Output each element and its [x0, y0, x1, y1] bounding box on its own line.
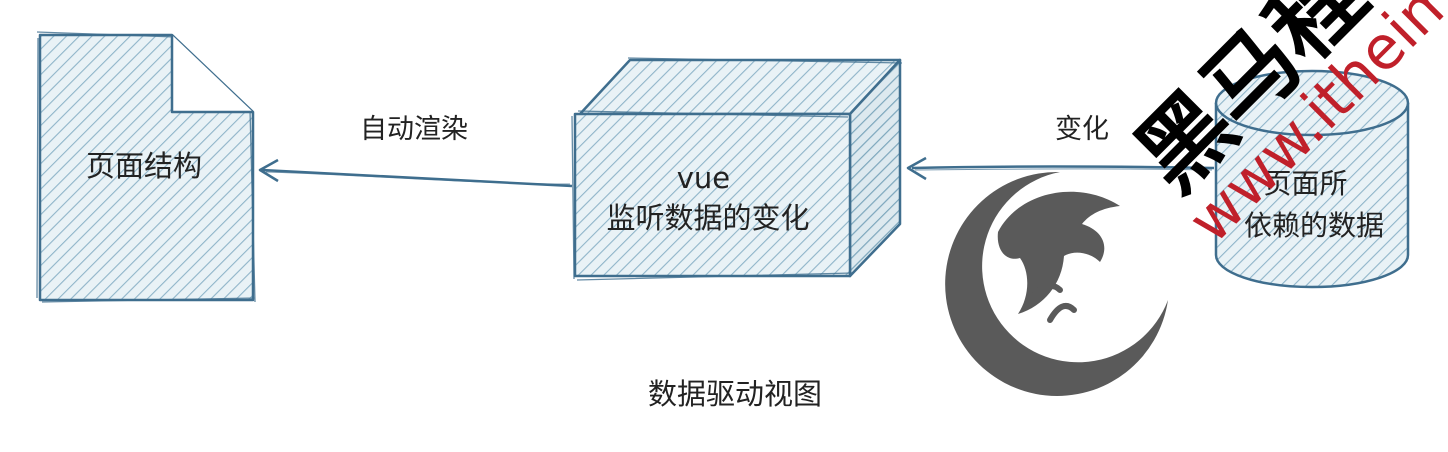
page-structure-label: 页面结构 — [86, 149, 202, 183]
data-store-label: 页面所 依赖的数据 — [1244, 167, 1384, 242]
edge-line-data-to-vue — [911, 165, 1215, 170]
vue-box-label-line-2: 监听数据的变化 — [606, 201, 809, 235]
vue-box-front-face — [573, 112, 852, 278]
vue-box-top-face — [578, 58, 902, 116]
document-sketch-outline — [36, 31, 256, 303]
data-store-node: 页面所 依赖的数据 — [1214, 69, 1410, 289]
cylinder-top — [1214, 69, 1410, 137]
arrowhead-left-icon — [906, 156, 927, 181]
edge-label-auto-render: 自动渲染 — [360, 114, 468, 145]
edge-data-to-vue: 变化 — [906, 114, 1215, 181]
data-store-label-line-2: 依赖的数据 — [1244, 209, 1384, 242]
page-structure-node: 页面结构 — [36, 31, 256, 303]
edge-vue-to-page: 自动渲染 — [258, 114, 573, 188]
edge-line-data-to-vue-sketch — [914, 168, 1213, 171]
edge-line-vue-to-page-sketch — [265, 171, 571, 185]
edge-line-vue-to-page — [261, 168, 573, 188]
diagram-caption: 数据驱动视图 — [648, 377, 822, 411]
vue-box-sketch-outline — [571, 57, 903, 281]
arrowhead-left-icon — [258, 158, 279, 183]
data-store-label-line-1: 页面所 — [1264, 167, 1348, 200]
vue-box-node: vue 监听数据的变化 — [571, 57, 903, 281]
cylinder-body — [1214, 103, 1410, 289]
dragon-logo-icon — [945, 171, 1168, 396]
vue-box-label-line-1: vue — [677, 161, 730, 195]
document-folded-corner — [170, 35, 253, 114]
edge-label-change: 变化 — [1055, 114, 1109, 145]
vue-box-label: vue 监听数据的变化 — [606, 161, 809, 235]
